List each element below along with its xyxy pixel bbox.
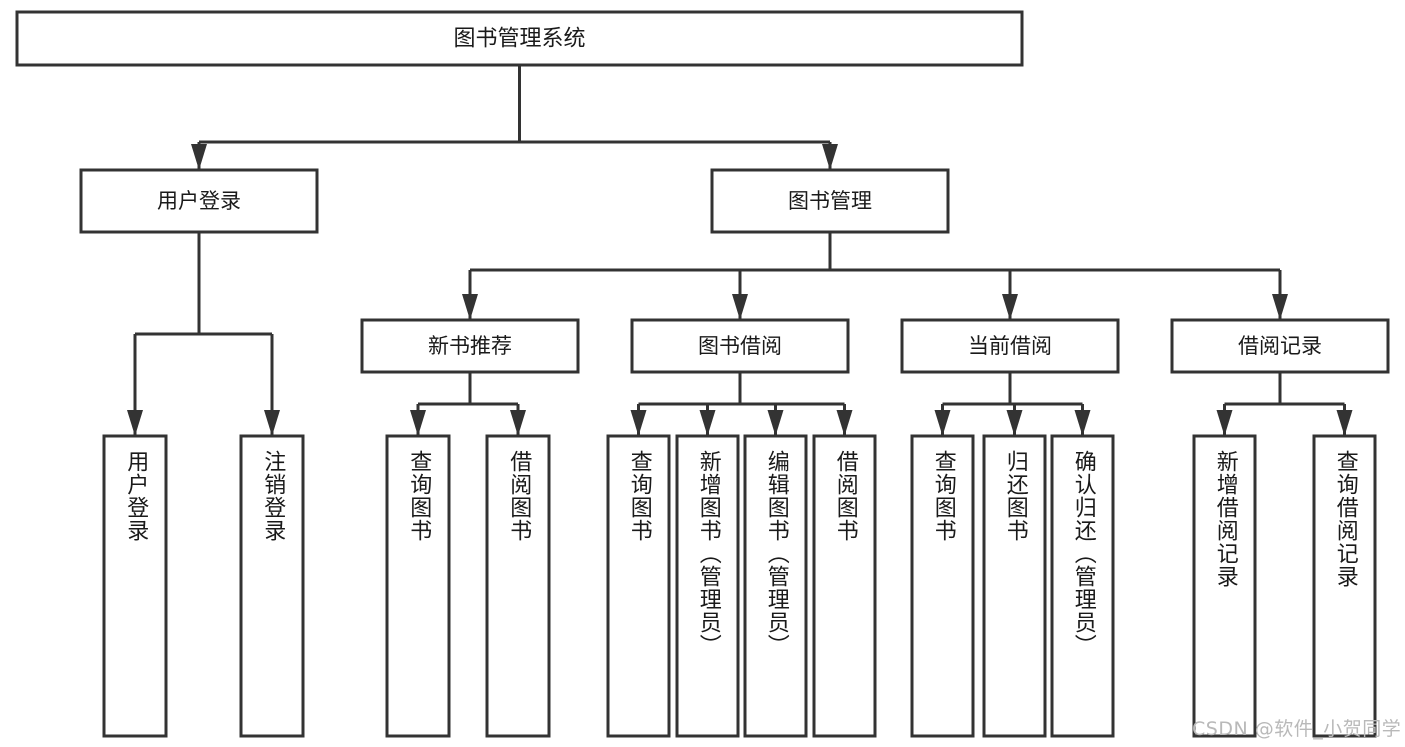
level3-1-1-to-leaves-arrow-1 — [699, 410, 716, 436]
level3-label-1-2: 当前借阅 — [968, 334, 1052, 358]
level2-1-to-children-arrow-1 — [732, 294, 748, 320]
root-to-level2-arrow-0 — [191, 144, 207, 170]
leaf-box-1-3-0[interactable] — [1192, 434, 1257, 738]
leaf-box-1-0-0[interactable] — [385, 434, 451, 738]
level3-label-1-3: 借阅记录 — [1238, 334, 1322, 358]
leaf-box-1-1-0[interactable] — [606, 434, 671, 738]
level3-box-1-0[interactable] — [360, 318, 580, 374]
node-boxes-layer — [15, 10, 1390, 738]
level2-label-1: 图书管理 — [788, 189, 872, 213]
root-to-level2-arrow-1 — [822, 144, 838, 170]
level3-1-2-to-leaves-arrow-1 — [1006, 410, 1023, 436]
leaf-box-1-2-1[interactable] — [982, 434, 1047, 738]
leaf-box-1-2-2[interactable] — [1050, 434, 1115, 738]
level2-label-0: 用户登录 — [157, 189, 241, 213]
connector-lines-layer — [127, 65, 1353, 436]
level3-box-1-2[interactable] — [900, 318, 1120, 374]
level3-1-1-to-leaves-arrow-0 — [630, 410, 647, 436]
level3-1-0-to-leaves-arrow-0 — [410, 410, 426, 436]
level2-1-to-children-arrow-2 — [1002, 294, 1018, 320]
level3-label-1-1: 图书借阅 — [698, 334, 782, 358]
leaf-box-1-0-1[interactable] — [485, 434, 551, 738]
level3-1-2-to-leaves-arrow-0 — [934, 410, 951, 436]
leaf-box-1-1-2[interactable] — [743, 434, 808, 738]
level2-box-0[interactable] — [79, 168, 319, 234]
level2-box-1[interactable] — [710, 168, 950, 234]
level3-box-1-3[interactable] — [1170, 318, 1390, 374]
level3-box-0-0[interactable] — [102, 434, 168, 738]
leaf-box-1-1-3[interactable] — [812, 434, 877, 738]
level3-1-3-to-leaves-arrow-0 — [1216, 410, 1233, 436]
level3-label-1-0: 新书推荐 — [428, 334, 512, 358]
level3-1-0-to-leaves-arrow-1 — [510, 410, 526, 436]
level2-0-to-children-arrow-0 — [127, 410, 143, 436]
leaf-box-1-2-0[interactable] — [910, 434, 975, 738]
level3-1-1-to-leaves-arrow-2 — [767, 410, 784, 436]
level3-box-0-1[interactable] — [239, 434, 305, 738]
level2-0-to-children-arrow-1 — [264, 410, 280, 436]
level3-1-2-to-leaves-arrow-2 — [1074, 410, 1091, 436]
level3-1-3-to-leaves-arrow-1 — [1336, 410, 1353, 436]
root-label: 图书管理系统 — [453, 27, 585, 52]
level3-box-1-1[interactable] — [630, 318, 850, 374]
level2-1-to-children-arrow-3 — [1272, 294, 1288, 320]
level3-1-1-to-leaves-arrow-3 — [836, 410, 853, 436]
csdn-watermark: CSDN @软件_小贺同学 — [1192, 718, 1402, 740]
level2-1-to-children-arrow-0 — [462, 294, 478, 320]
leaf-box-1-1-1[interactable] — [675, 434, 740, 738]
leaf-box-1-3-1[interactable] — [1312, 434, 1377, 738]
root-box[interactable] — [15, 10, 1024, 67]
